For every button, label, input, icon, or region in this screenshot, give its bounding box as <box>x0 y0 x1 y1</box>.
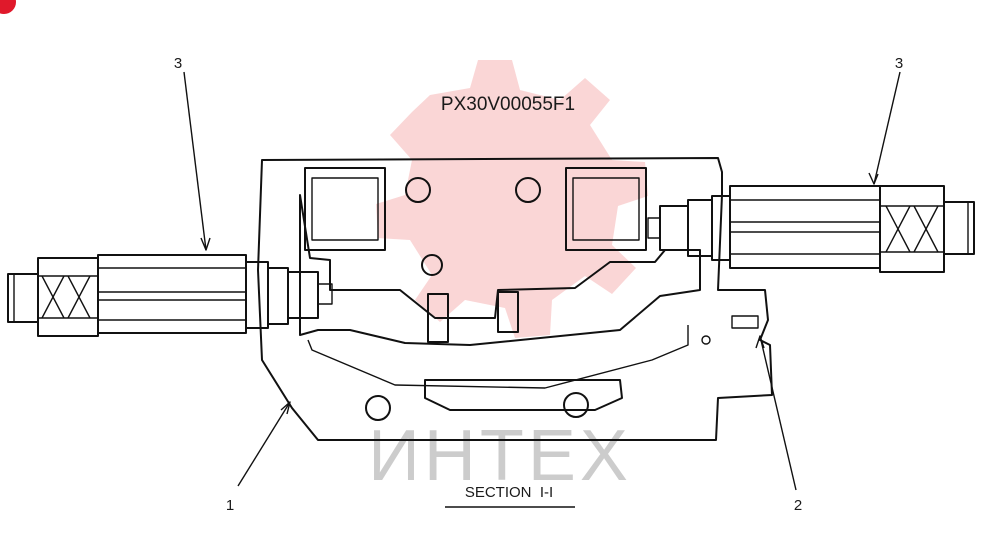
watermark-text: ИНТЕХ <box>368 416 632 496</box>
callout-2: 2 <box>794 497 802 514</box>
right-cartridge <box>647 185 975 273</box>
callout-3-left: 3 <box>174 55 182 72</box>
corner-badge-icon <box>0 0 16 14</box>
drawing-code: PX30V00055F1 <box>441 94 575 115</box>
section-title: SECTION I-I <box>465 484 553 501</box>
callout-1: 1 <box>226 497 234 514</box>
left-cartridge <box>7 254 333 337</box>
callout-3-right: 3 <box>895 55 903 72</box>
watermark-gear-logo <box>376 60 648 338</box>
leader-lines <box>183 71 901 491</box>
valve-body <box>257 157 773 441</box>
